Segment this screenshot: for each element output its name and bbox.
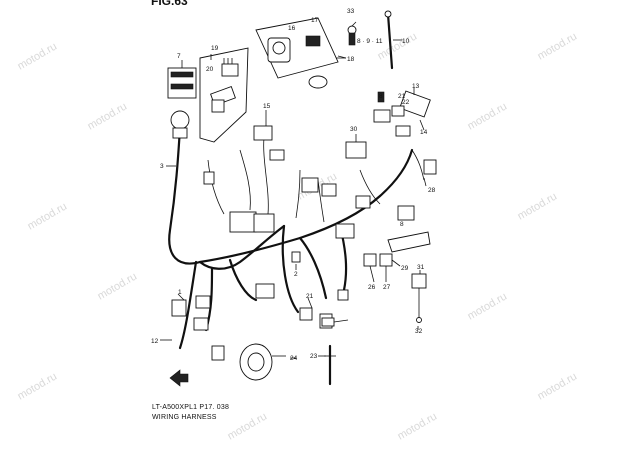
part-label-19: 19 [211, 45, 219, 52]
part-number-labels: 7 19 20 16 17 18 33 10 8 · 9 · 11 13 8 2… [151, 8, 436, 362]
watermark-text: motod.ru [466, 100, 510, 132]
part-label-7: 7 [177, 53, 181, 60]
harness-connectors [171, 99, 437, 361]
part-label-15: 15 [263, 103, 271, 110]
figure-title: FIG.63 [151, 0, 188, 8]
part-label-23: 23 [310, 353, 318, 360]
part-label-20: 20 [206, 66, 214, 73]
main-harness-trunk [168, 126, 425, 350]
part-label-14: 14 [420, 129, 428, 136]
watermark-text: motod.ru [226, 410, 270, 442]
sensor-21 [321, 317, 349, 327]
diagram-name-caption: WIRING HARNESS [152, 414, 217, 421]
part-label-29: 29 [401, 265, 409, 272]
part-label-10: 10 [402, 38, 410, 45]
screw-23 [324, 344, 336, 386]
horn-24 [239, 343, 286, 381]
leader-lines [160, 21, 427, 359]
part-label-26: 26 [368, 284, 376, 291]
part-label-8: 8 [379, 93, 383, 100]
part-label-18: 18 [347, 56, 355, 63]
coupler-27 [379, 253, 393, 267]
watermark-layer: motod.ru motod.ru motod.ru motod.ru moto… [16, 30, 580, 442]
clip-2 [291, 251, 301, 263]
relay-30 [345, 134, 367, 159]
watermark-text: motod.ru [96, 270, 140, 302]
watermark-text: motod.ru [516, 190, 560, 222]
part-label-28: 28 [428, 187, 436, 194]
bracket-29 [387, 231, 431, 253]
watermark-text: motod.ru [16, 40, 60, 72]
ignition-key [347, 25, 357, 46]
caution-label-card [167, 60, 197, 99]
watermark-text: motod.ru [86, 100, 130, 132]
front-arrow-icon [169, 369, 189, 387]
part-label-8b: 8 [400, 221, 404, 228]
part-label-3: 3 [160, 163, 164, 170]
part-label-1: 1 [178, 289, 182, 296]
model-caption: LT-A500XPL1 P17. 038 [152, 404, 230, 411]
part-label-17: 17 [311, 17, 319, 24]
part-label-27: 27 [383, 284, 391, 291]
part-label-16: 16 [288, 25, 296, 32]
relay-bracket-group [199, 47, 249, 143]
sensor-3 [170, 110, 190, 139]
part-label-30: 30 [350, 126, 358, 133]
watermark-text: motod.ru [396, 410, 440, 442]
watermark-text: motod.ru [16, 370, 60, 402]
relay-bracket-right [373, 90, 431, 137]
watermark-text: motod.ru [376, 30, 420, 62]
part-label-31: 31 [417, 264, 425, 271]
ignition-switch-group [255, 17, 347, 89]
part-label-12: 12 [151, 338, 159, 345]
watermark-text: motod.ru [536, 30, 580, 62]
coupler-26 [363, 253, 377, 267]
part-label-22: 22 [402, 99, 410, 106]
part-label-24: 24 [290, 355, 298, 362]
part-label-33: 33 [347, 8, 355, 15]
coupler-31 [411, 273, 427, 323]
ref-code-label: 8 · 9 · 11 [357, 38, 383, 45]
watermark-text: motod.ru [26, 200, 70, 232]
harness-clamp-bolt [384, 10, 402, 70]
watermark-text: motod.ru [536, 370, 580, 402]
watermark-text: motod.ru [466, 290, 510, 322]
part-label-21: 21 [398, 93, 406, 100]
part-label-2: 2 [294, 271, 298, 278]
part-label-13: 13 [412, 83, 420, 90]
part-label-21b: 21 [306, 293, 314, 300]
part-label-32: 32 [415, 328, 423, 335]
